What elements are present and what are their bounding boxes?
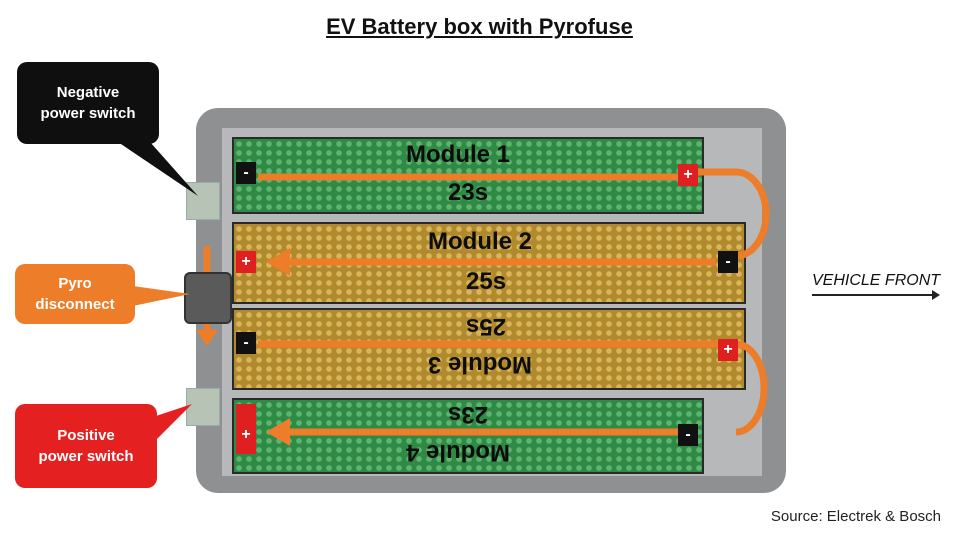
module-2-positive-terminal: + (236, 251, 256, 273)
pyro-disconnect-callout: Pyro disconnect (15, 264, 135, 324)
module-4-positive-terminal: + (236, 404, 256, 454)
module-1-positive-terminal: + (678, 164, 698, 186)
negative-power-switch (186, 182, 220, 220)
pyro-callout-pointer (133, 286, 190, 306)
arrowhead-left-link (196, 330, 218, 346)
arrowhead-module-4 (266, 418, 290, 446)
pyro-disconnect-device (184, 272, 232, 324)
diagram-title: EV Battery box with Pyrofuse (326, 14, 633, 39)
module-2-cells: 25s (466, 268, 507, 295)
positive-callout-text: Positive power switch (38, 427, 134, 465)
module-2-negative-terminal: - (718, 251, 738, 273)
flow-loop-right-bottom (735, 340, 768, 436)
positive-callout-pointer (150, 404, 192, 446)
module-3-positive-terminal: + (718, 339, 738, 361)
module-1-negative-terminal: - (236, 162, 256, 184)
module-3: 25s Module 3 (232, 308, 746, 390)
arrowhead-module-2 (266, 248, 290, 276)
positive-power-switch-callout: Positive power switch (15, 404, 157, 488)
positive-power-switch (186, 388, 220, 426)
source-credit: Source: Electrek & Bosch (770, 508, 941, 525)
flow-loop-right-top (688, 168, 770, 260)
vehicle-front-label: VEHICLE FRONT (812, 272, 941, 289)
module-1-cells: 23s (448, 179, 489, 206)
negative-power-switch-callout: Negative power switch (17, 62, 159, 144)
module-3-negative-terminal: - (236, 332, 256, 354)
module-1-name: Module 1 (406, 141, 511, 168)
pyro-callout-text: Pyro disconnect (35, 275, 115, 313)
negative-callout-text: Negative power switch (40, 84, 136, 122)
vehicle-front-arrow (812, 290, 940, 300)
module-4-negative-terminal: - (678, 424, 698, 446)
module-4: 23s Module 4 (232, 398, 704, 474)
module-2-name: Module 2 (428, 228, 533, 255)
negative-callout-pointer (118, 142, 198, 196)
